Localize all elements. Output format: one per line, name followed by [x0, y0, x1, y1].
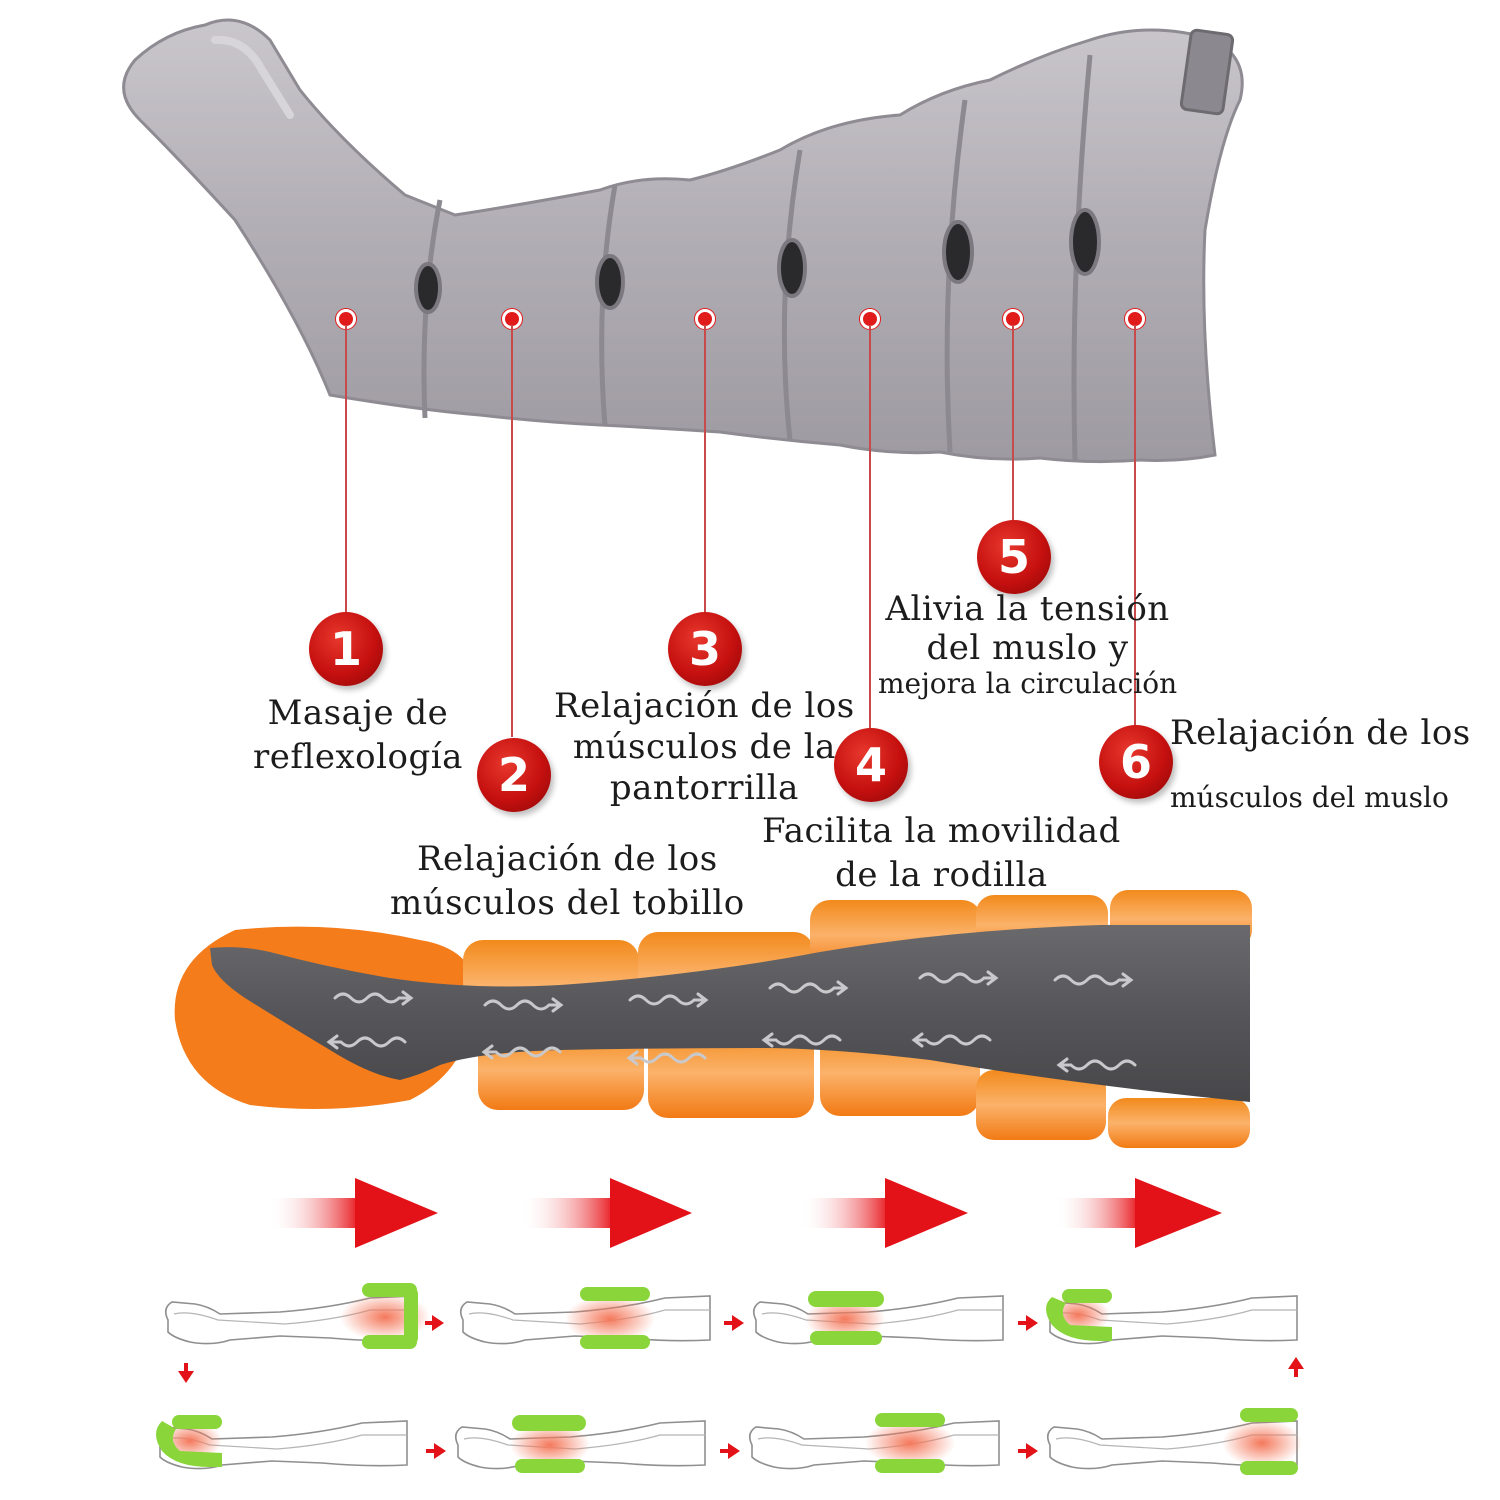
- leg-compression-diagram-icon: [174, 890, 1252, 1148]
- zone-5-label: Alivia la tensión del muslo y mejora la …: [878, 589, 1178, 701]
- zone-1-label: Masaje de reflexología: [253, 693, 463, 777]
- zone-6-leader-line: [1134, 325, 1136, 727]
- zone-6-label: Relajación de los músculos del muslo: [1170, 713, 1471, 815]
- sequence-step: [1046, 1289, 1298, 1345]
- zone-5-leader-line: [1012, 325, 1014, 521]
- flow-arrow-icon: [800, 1178, 968, 1248]
- sequence-step: [459, 1287, 711, 1349]
- zone-3-leader-line: [704, 325, 706, 617]
- zone-2-badge: 2: [477, 738, 551, 812]
- circulation-wave-arrows: [326, 970, 1137, 1073]
- sequence-arrows: [178, 1315, 1304, 1459]
- zone-2-label: Relajación de los músculos del tobillo: [390, 839, 745, 923]
- zone-4-label: Facilita la movilidad de la rodilla: [762, 811, 1121, 895]
- sequence-step: [752, 1291, 1004, 1345]
- zone-3-badge: 3: [668, 612, 742, 686]
- zone-2-leader-line: [511, 325, 513, 737]
- zone-6-badge: 6: [1099, 725, 1173, 799]
- sequence-step: [454, 1415, 706, 1473]
- zone-4-badge: 4: [834, 728, 908, 802]
- sequence-step: [748, 1413, 1000, 1473]
- flow-arrow-icon: [1055, 1178, 1222, 1248]
- zone-1-leader-line: [345, 325, 347, 625]
- sequence-step: [1046, 1408, 1302, 1475]
- inflatable-leg-sleeve-icon: [122, 18, 1244, 464]
- flow-arrow-icon: [520, 1178, 692, 1248]
- zone-1-badge: 1: [309, 612, 383, 686]
- zone-3-label: Relajación de los músculos de la pantorr…: [554, 686, 855, 808]
- flow-arrow-row: [268, 1178, 1222, 1248]
- zone-4-leader-line: [869, 325, 871, 729]
- zone-5-badge: 5: [977, 520, 1051, 594]
- sequence-step: [156, 1415, 408, 1470]
- leg-sequence-diagram-icon: [156, 1283, 1304, 1475]
- sequence-step: [164, 1283, 430, 1349]
- flow-arrow-icon: [268, 1178, 438, 1248]
